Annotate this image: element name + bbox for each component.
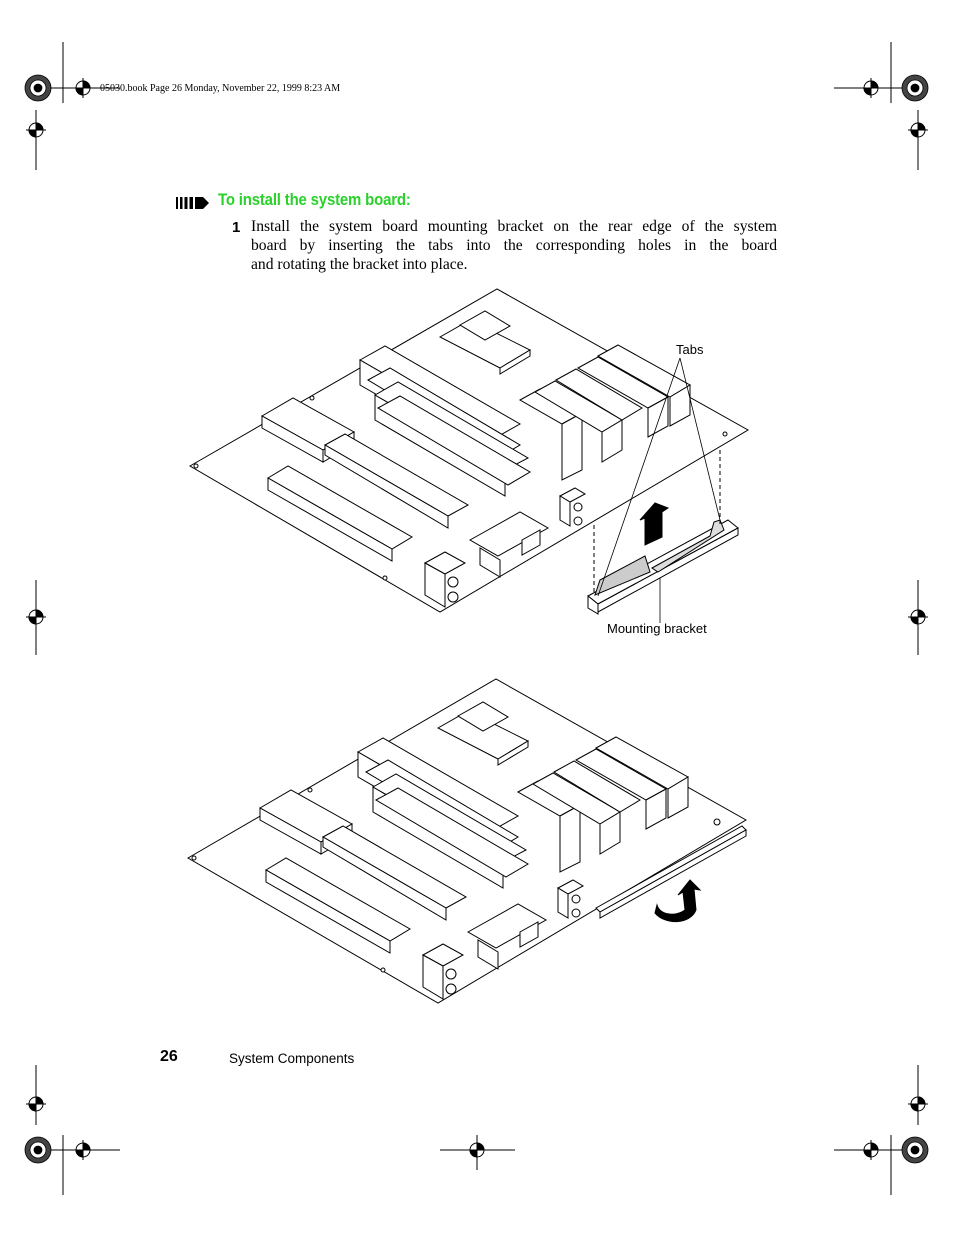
step-line: board by inserting the tabs into the cor… bbox=[251, 236, 777, 254]
section-title: System Components bbox=[229, 1051, 355, 1066]
step-number: 1 bbox=[232, 219, 241, 236]
tabs-callout: Tabs bbox=[676, 342, 704, 357]
starburst-mark-icon bbox=[24, 74, 929, 1164]
rotate-arrow-icon bbox=[654, 879, 702, 923]
procedure-arrow-icon bbox=[176, 197, 209, 209]
step-line: Install the system board mounting bracke… bbox=[251, 218, 777, 235]
file-info-header: 05030.book Page 26 Monday, November 22, … bbox=[100, 83, 341, 94]
registration-target-icon bbox=[26, 78, 928, 1160]
mounting-bracket bbox=[587, 519, 739, 615]
mounting-bracket-callout: Mounting bracket bbox=[607, 621, 707, 636]
procedure-heading: To install the system board: bbox=[218, 190, 411, 209]
page-number: 26 bbox=[160, 1048, 178, 1065]
up-arrow-icon bbox=[639, 502, 670, 546]
step-text: Install the system board mounting bracke… bbox=[251, 218, 777, 274]
step-line: and rotating the bracket into place. bbox=[251, 255, 468, 273]
